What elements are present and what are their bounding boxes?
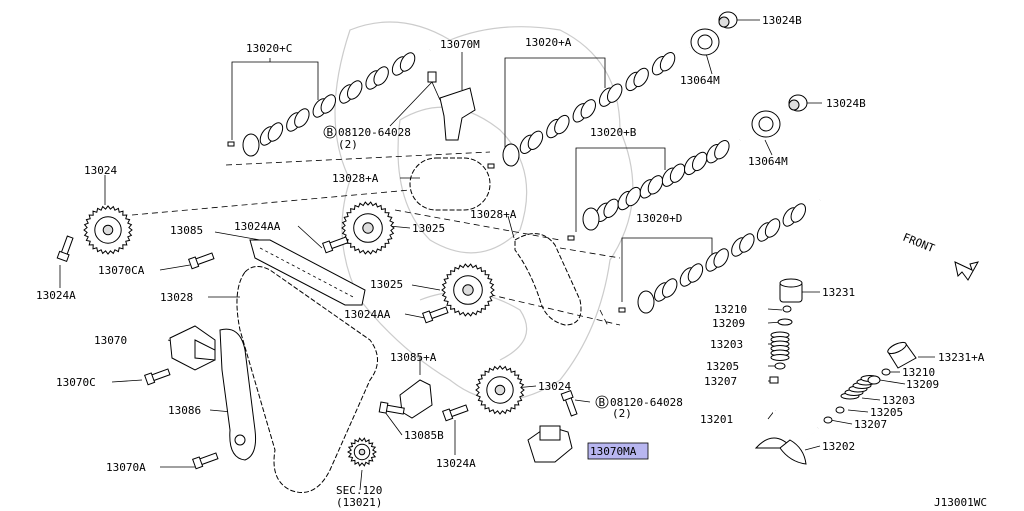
label-08120-2: 08120-64028 (610, 396, 683, 409)
cap-13024b-top (718, 11, 738, 29)
vtc-13064m-top (690, 28, 720, 56)
spring-13203-left (770, 331, 790, 361)
label-13070ma: 13070MA (590, 445, 637, 458)
valve-13202 (779, 427, 819, 465)
label-13024a-1: 13024A (36, 289, 76, 302)
label-13028: 13028 (160, 291, 193, 304)
lifter-13231 (779, 278, 803, 303)
label-13086: 13086 (168, 404, 201, 417)
bolts (56, 235, 578, 470)
label-08120-1-qty: (2) (338, 138, 358, 151)
label-13085: 13085 (170, 224, 203, 237)
label-13024aa-1: 13024AA (234, 220, 281, 233)
guide-13086 (219, 328, 256, 461)
label-13020d: 13020+D (636, 212, 682, 225)
tensioner-13070ma (527, 425, 573, 463)
label-13205-1: 13205 (706, 360, 739, 373)
label-13210-2: 13210 (902, 366, 935, 379)
label-13070m: 13070M (440, 38, 480, 51)
label-front: FRONT (901, 231, 937, 256)
label-sec120-num: (13021) (336, 496, 382, 509)
label-13024b-2: 13024B (826, 97, 866, 110)
label-13028a-2: 13028+A (470, 208, 517, 221)
cam-lobes (242, 52, 806, 314)
dashed-lines (131, 151, 621, 327)
label-08120-2-qty: (2) (612, 407, 632, 420)
label-13070: 13070 (94, 334, 127, 347)
label-13203-1: 13203 (710, 338, 743, 351)
label-13025-1: 13025 (412, 222, 445, 235)
label-13231: 13231 (822, 286, 855, 299)
chain-13028a-upper (409, 157, 491, 211)
highlight-13070ma (587, 442, 649, 460)
cap-13024b-mid (788, 94, 808, 112)
label-13070a: 13070A (106, 461, 146, 474)
label-13024a-2: 13024A (436, 457, 476, 470)
lifter-13231a (887, 341, 917, 369)
chain-13028a-middle (514, 233, 582, 326)
vtc-13064m-mid (751, 110, 781, 138)
label-13085b: 13085B (404, 429, 444, 442)
dowel-pins (227, 141, 626, 313)
label-13024: 13024 (84, 164, 117, 177)
guide-13085 (249, 239, 366, 306)
label-13070c: 13070C (56, 376, 96, 389)
label-13064m-1: 13064M (680, 74, 720, 87)
label-13028a-1: 13028+A (332, 172, 379, 185)
guide-13085a (399, 379, 433, 419)
label-13024-2: 13024 (538, 380, 571, 393)
svg-text:B: B (327, 126, 334, 139)
label-13024b-1: 13024B (762, 14, 802, 27)
label-13085a: 13085+A (390, 351, 437, 364)
front-arrow-icon (954, 261, 979, 281)
label-13025-2: 13025 (370, 278, 403, 291)
sprockets (83, 201, 525, 467)
label-13020c: 13020+C (246, 42, 292, 55)
label-13202: 13202 (822, 440, 855, 453)
leader-lines (59, 19, 935, 491)
valve-13201 (754, 388, 794, 449)
label-sec120: SEC.120 (336, 484, 382, 497)
label-13209-1: 13209 (712, 317, 745, 330)
label-13024aa-2: 13024AA (344, 308, 391, 321)
label-13231a: 13231+A (938, 351, 985, 364)
label-13207-2: 13207 (854, 418, 887, 431)
tensioner-13070 (169, 325, 216, 371)
label-13070ca: 13070CA (98, 264, 145, 277)
label-13020b: 13020+B (590, 126, 637, 139)
label-13020a: 13020+A (525, 36, 572, 49)
label-13203-2: 13203 (882, 394, 915, 407)
svg-text:B: B (599, 396, 606, 409)
label-13210-1: 13210 (714, 303, 747, 316)
bolt-marker-1: B (323, 125, 337, 139)
bolt-marker-2: B (595, 395, 609, 409)
part-labels: 13020+C 13070M 13020+A 13024B 13064M 130… (36, 14, 987, 509)
label-13207-1: 13207 (704, 375, 737, 388)
chain-13028-primary (236, 266, 378, 493)
label-13064m-2: 13064M (748, 155, 788, 168)
label-13209-2: 13209 (906, 378, 939, 391)
tensioner-13070m (427, 71, 476, 141)
label-13205-2: 13205 (870, 406, 903, 419)
label-08120-1: 08120-64028 (338, 126, 411, 139)
retainers (769, 305, 891, 424)
label-13201: 13201 (700, 413, 733, 426)
diagram-code: J13001WC (934, 496, 987, 509)
